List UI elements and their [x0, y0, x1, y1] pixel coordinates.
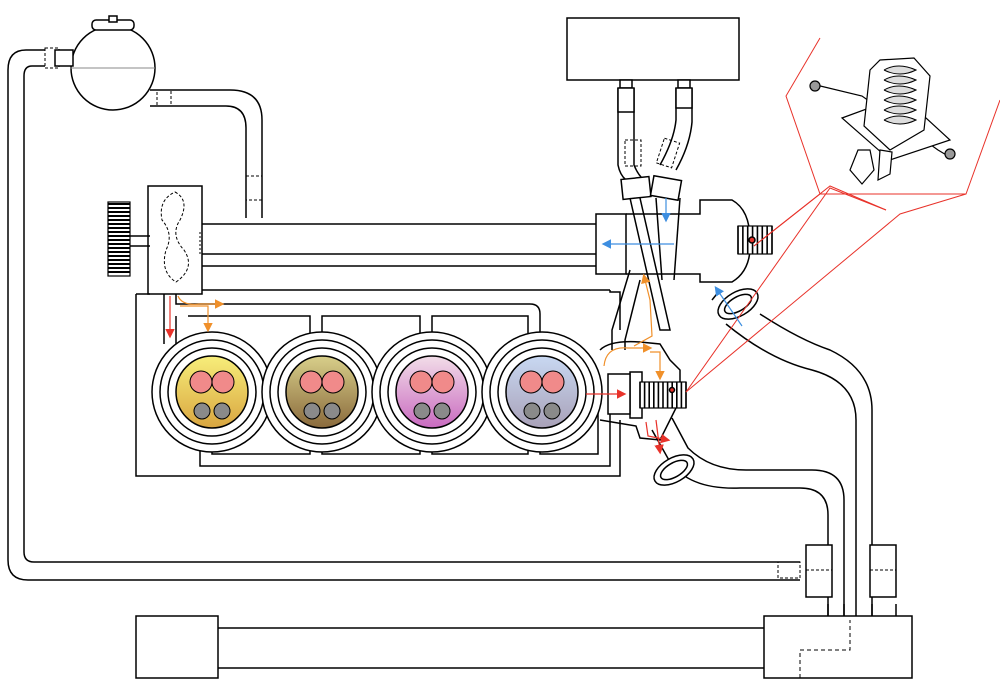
cylinder-1 — [151, 331, 273, 453]
combustion-chamber — [505, 355, 579, 429]
combustion-chamber — [175, 355, 249, 429]
thermostat-spring-icon — [639, 381, 687, 409]
thermostat-spring-icon — [737, 225, 773, 255]
heater-hoses — [617, 87, 693, 181]
bypass-return-hose — [7, 47, 801, 581]
intake-valve — [409, 370, 433, 394]
thermostat-callout-lines — [685, 37, 1000, 393]
thermostat-valve — [599, 340, 687, 441]
cylinder-4 — [481, 331, 603, 453]
expansion-tank — [54, 15, 156, 111]
intake-valve — [189, 370, 213, 394]
intake-valve — [211, 370, 235, 394]
intake-valve — [519, 370, 543, 394]
exhaust-valve — [323, 402, 341, 420]
cylinder-bank — [151, 331, 603, 453]
upper-coolant-gallery — [202, 223, 610, 291]
tank-to-pump-hose — [150, 89, 263, 218]
cylinder-3 — [371, 331, 493, 453]
exhaust-valve — [303, 402, 321, 420]
combustion-chamber — [285, 355, 359, 429]
thermostat-detail — [809, 57, 956, 185]
pump-pulley — [107, 201, 131, 277]
intake-valve — [321, 370, 345, 394]
exhaust-valve — [193, 402, 211, 420]
cabin-heater — [566, 17, 740, 89]
cylinder-2 — [261, 331, 383, 453]
exhaust-valve — [213, 402, 231, 420]
intake-valve — [431, 370, 455, 394]
intake-valve — [541, 370, 565, 394]
exhaust-valve — [413, 402, 431, 420]
radiator — [135, 604, 913, 679]
flow-arrows — [165, 198, 743, 455]
exhaust-valve — [523, 402, 541, 420]
intake-valve — [299, 370, 323, 394]
water-pump — [118, 185, 203, 295]
combustion-chamber — [395, 355, 469, 429]
radiator-return-hose — [711, 288, 897, 620]
exhaust-valve — [543, 402, 561, 420]
radiator-feed-hose — [651, 417, 845, 620]
exhaust-valve — [433, 402, 451, 420]
thermostat-housing — [595, 174, 751, 350]
